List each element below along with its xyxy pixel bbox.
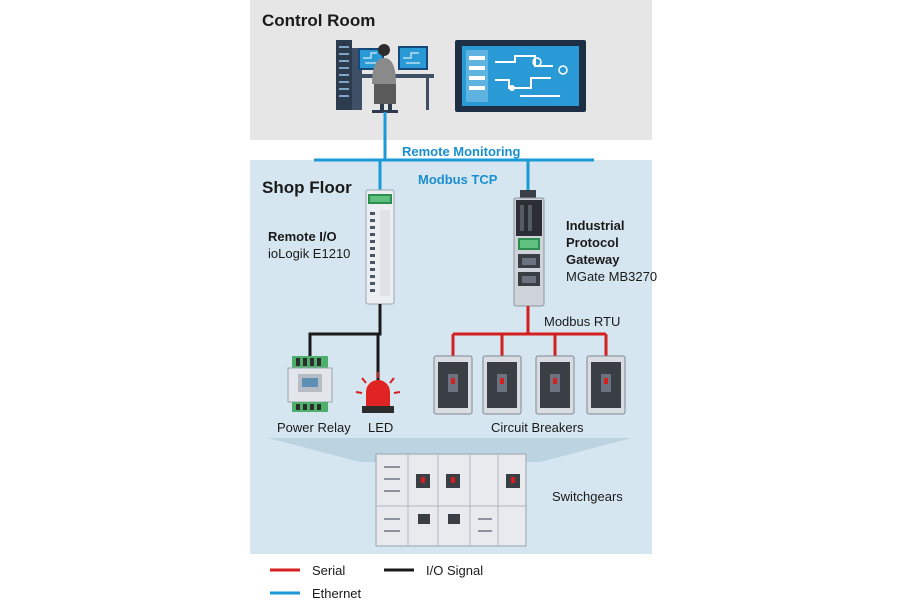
power-relay-label: Power Relay (277, 420, 351, 435)
circuit-breakers-label: Circuit Breakers (491, 420, 584, 435)
shop-floor-title: Shop Floor (262, 178, 352, 197)
remote-io-device-icon (365, 189, 395, 305)
power-relay-icon (287, 356, 333, 412)
gateway-title-line3: Gateway (566, 252, 620, 267)
circuit-breakers-icon (433, 355, 626, 415)
remote-io-model: ioLogik E1210 (268, 246, 351, 261)
led-label: LED (368, 420, 394, 435)
switchgears-label: Switchgears (552, 489, 623, 504)
gateway-title-line2: Protocol (566, 235, 619, 250)
gateway-model: MGate MB3270 (566, 269, 658, 284)
serial-links (451, 306, 608, 356)
remote-monitoring-label: Remote Monitoring (402, 144, 521, 159)
remote-io-label: Remote I/O ioLogik E1210 (268, 228, 350, 262)
ethernet-links (314, 112, 594, 194)
legend-io-signal-label: I/O Signal (426, 563, 484, 578)
gateway-device-icon (513, 190, 545, 307)
gateway-label: Industrial Protocol Gateway MGate MB3270 (566, 217, 657, 285)
legend-ethernet-label: Ethernet (312, 586, 362, 601)
control-room-title: Control Room (262, 11, 376, 30)
modbus-rtu-label: Modbus RTU (544, 314, 621, 329)
operator-workstation-icon (336, 40, 434, 113)
modbus-tcp-label: Modbus TCP (418, 172, 498, 187)
gateway-title-line1: Industrial (566, 218, 625, 233)
remote-io-title: Remote I/O (268, 229, 337, 244)
aggregation-funnel (268, 438, 632, 462)
legend-serial-label: Serial (312, 563, 346, 578)
scada-monitor-icon (455, 40, 586, 112)
led-beacon-icon (355, 372, 401, 413)
switchgear-cabinet-icon (375, 453, 527, 547)
